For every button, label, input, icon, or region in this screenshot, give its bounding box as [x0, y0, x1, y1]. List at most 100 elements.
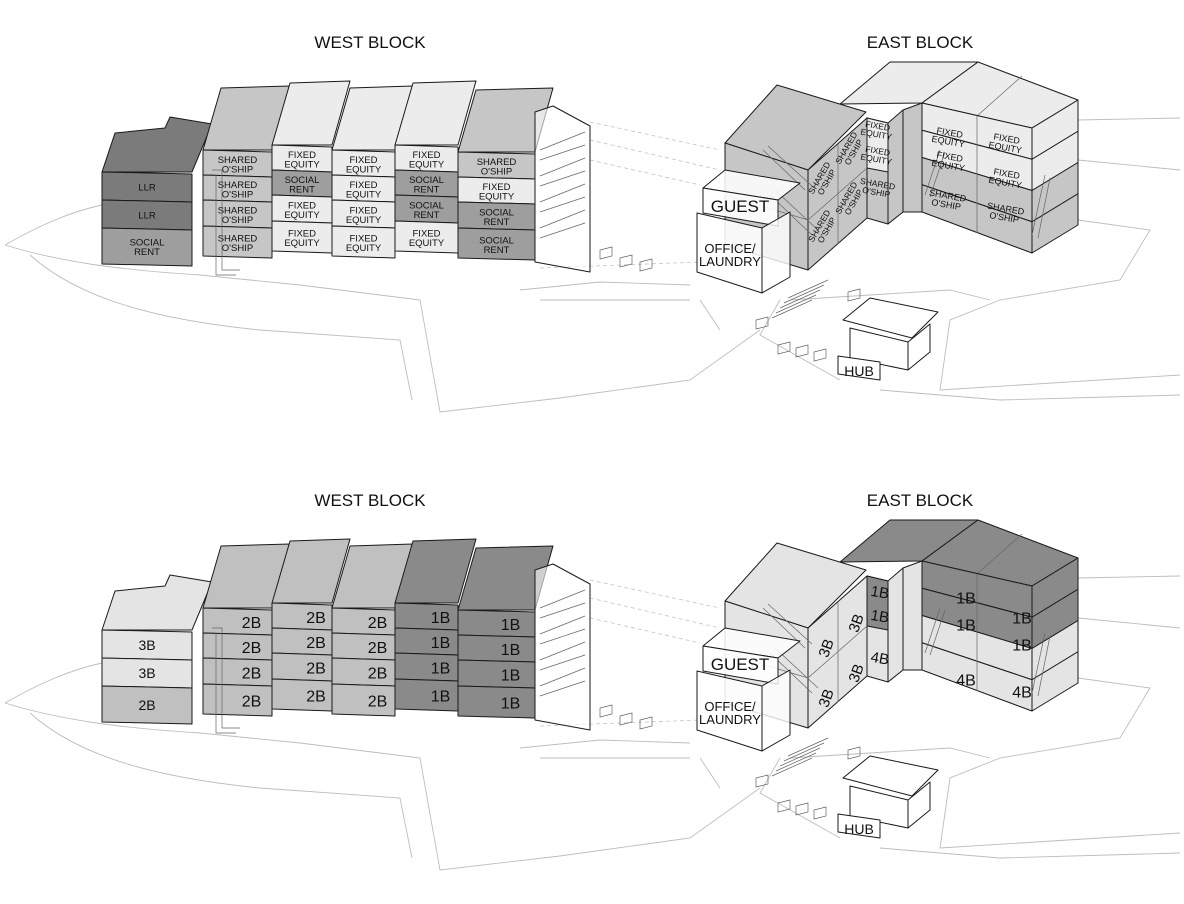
- external-stair: [783, 742, 825, 762]
- unit-label-line: EQUITY: [346, 243, 382, 254]
- stair-tower: [534, 105, 591, 273]
- unit-label-line: RENT: [484, 217, 510, 228]
- unit: [202, 607, 273, 636]
- unit-label-line: 2B: [306, 689, 326, 706]
- unit: [457, 634, 536, 663]
- stair-flight: [762, 145, 1051, 239]
- unit: [457, 659, 536, 689]
- unit-label-line: SOCIAL: [285, 175, 320, 186]
- parking-bay: [847, 746, 861, 760]
- unit-label-line: 2B: [306, 635, 326, 652]
- unit-label-line: SHARED: [218, 234, 258, 245]
- unit-label-line: EQUITY: [346, 190, 382, 201]
- unit-label-line: SOCIAL: [130, 238, 165, 249]
- unit-label-line: 3B: [138, 665, 155, 681]
- unit-label-line: 1B: [869, 607, 890, 627]
- unit-label: 1B: [956, 618, 976, 635]
- end-stack-unit: [101, 685, 193, 725]
- unit-label: 4B: [956, 673, 976, 690]
- unit-label-line: 4B: [956, 673, 976, 690]
- site-path: [519, 739, 691, 759]
- unit-label: 1B: [501, 696, 521, 713]
- unit-label-line: 1B: [1012, 638, 1032, 655]
- unit-label: 2B: [242, 640, 262, 657]
- unit-label: 2B: [368, 615, 388, 632]
- stair-flight: [539, 183, 586, 213]
- roof-division: [976, 533, 1023, 575]
- unit: [331, 683, 396, 717]
- unit-label-line: SOCIAL: [479, 208, 514, 219]
- unit-label: 2B: [306, 610, 326, 627]
- external-stair: [787, 737, 829, 757]
- guest-label: GUEST: [711, 197, 770, 216]
- parking-bay: [619, 254, 633, 268]
- unit-label: 1B: [431, 610, 451, 627]
- unit-label-line: 4B: [1012, 685, 1032, 702]
- unit-label-line: EQUITY: [409, 238, 445, 249]
- parking-bay: [599, 704, 613, 718]
- unit-label-line: RENT: [414, 210, 440, 221]
- unit-label-line: OFFICE/: [704, 699, 756, 714]
- stair-flight: [539, 615, 586, 645]
- site-boundary: [4, 662, 761, 871]
- site-path: [699, 299, 841, 381]
- unit-label: 2B: [242, 694, 262, 711]
- unit-column-roof: [271, 80, 351, 146]
- unit-label: 3B: [846, 662, 868, 685]
- unit-label: 1B: [1012, 611, 1032, 628]
- unit-label-line: 2B: [242, 615, 262, 632]
- unit-label-line: RENT: [484, 245, 510, 256]
- right-wing-side: [1031, 193, 1079, 254]
- unit-label: 2B: [306, 689, 326, 706]
- end-stack-unit: [101, 227, 193, 267]
- site-path: [789, 289, 1181, 401]
- unit-label-line: 1B: [956, 591, 976, 608]
- parking-bay: [599, 246, 613, 260]
- unit: [457, 685, 536, 719]
- stair-flight: [212, 169, 240, 276]
- unit-column-roof: [394, 80, 477, 146]
- unit-label-line: FIXED: [865, 144, 891, 158]
- unit-label-line: RENT: [134, 247, 160, 258]
- unit-label-line: FIXED: [993, 166, 1021, 181]
- parking-bay: [755, 774, 769, 788]
- unit-label-line: 1B: [501, 642, 521, 659]
- unit-label-line: LAUNDRY: [699, 712, 761, 727]
- unit-label-line: FIXED: [350, 234, 378, 245]
- hub-roof: [842, 755, 939, 797]
- unit-label-line: 2B: [368, 615, 388, 632]
- unit-label-line: 2B: [306, 661, 326, 678]
- unit-label: 3B: [816, 687, 838, 710]
- parking-bay: [813, 348, 827, 362]
- unit-label-line: FIXED: [993, 131, 1021, 146]
- external-stair: [787, 279, 829, 299]
- unit-label-line: FIXED: [288, 229, 316, 240]
- unit-label-line: SHARED: [218, 206, 258, 217]
- unit-label-line: EQUITY: [346, 165, 382, 176]
- core-link: [902, 560, 923, 671]
- unit-label: 2B: [138, 697, 155, 713]
- office-laundry-side: [761, 211, 791, 294]
- site-path: [29, 712, 413, 859]
- unit-label-line: FIXED: [288, 201, 316, 212]
- unit-label-line: FIXED: [288, 150, 316, 161]
- unit-label-line: 1B: [431, 635, 451, 652]
- unit-label: 1B: [869, 607, 890, 627]
- external-stair: [775, 752, 817, 772]
- unit-label-line: FIXED: [413, 150, 441, 161]
- site-path: [519, 281, 691, 301]
- unit-label-line: 2B: [138, 697, 155, 713]
- stair-flight: [539, 157, 586, 187]
- external-stair: [779, 289, 821, 309]
- unit-label-line: EQUITY: [284, 160, 320, 171]
- unit: [457, 609, 536, 638]
